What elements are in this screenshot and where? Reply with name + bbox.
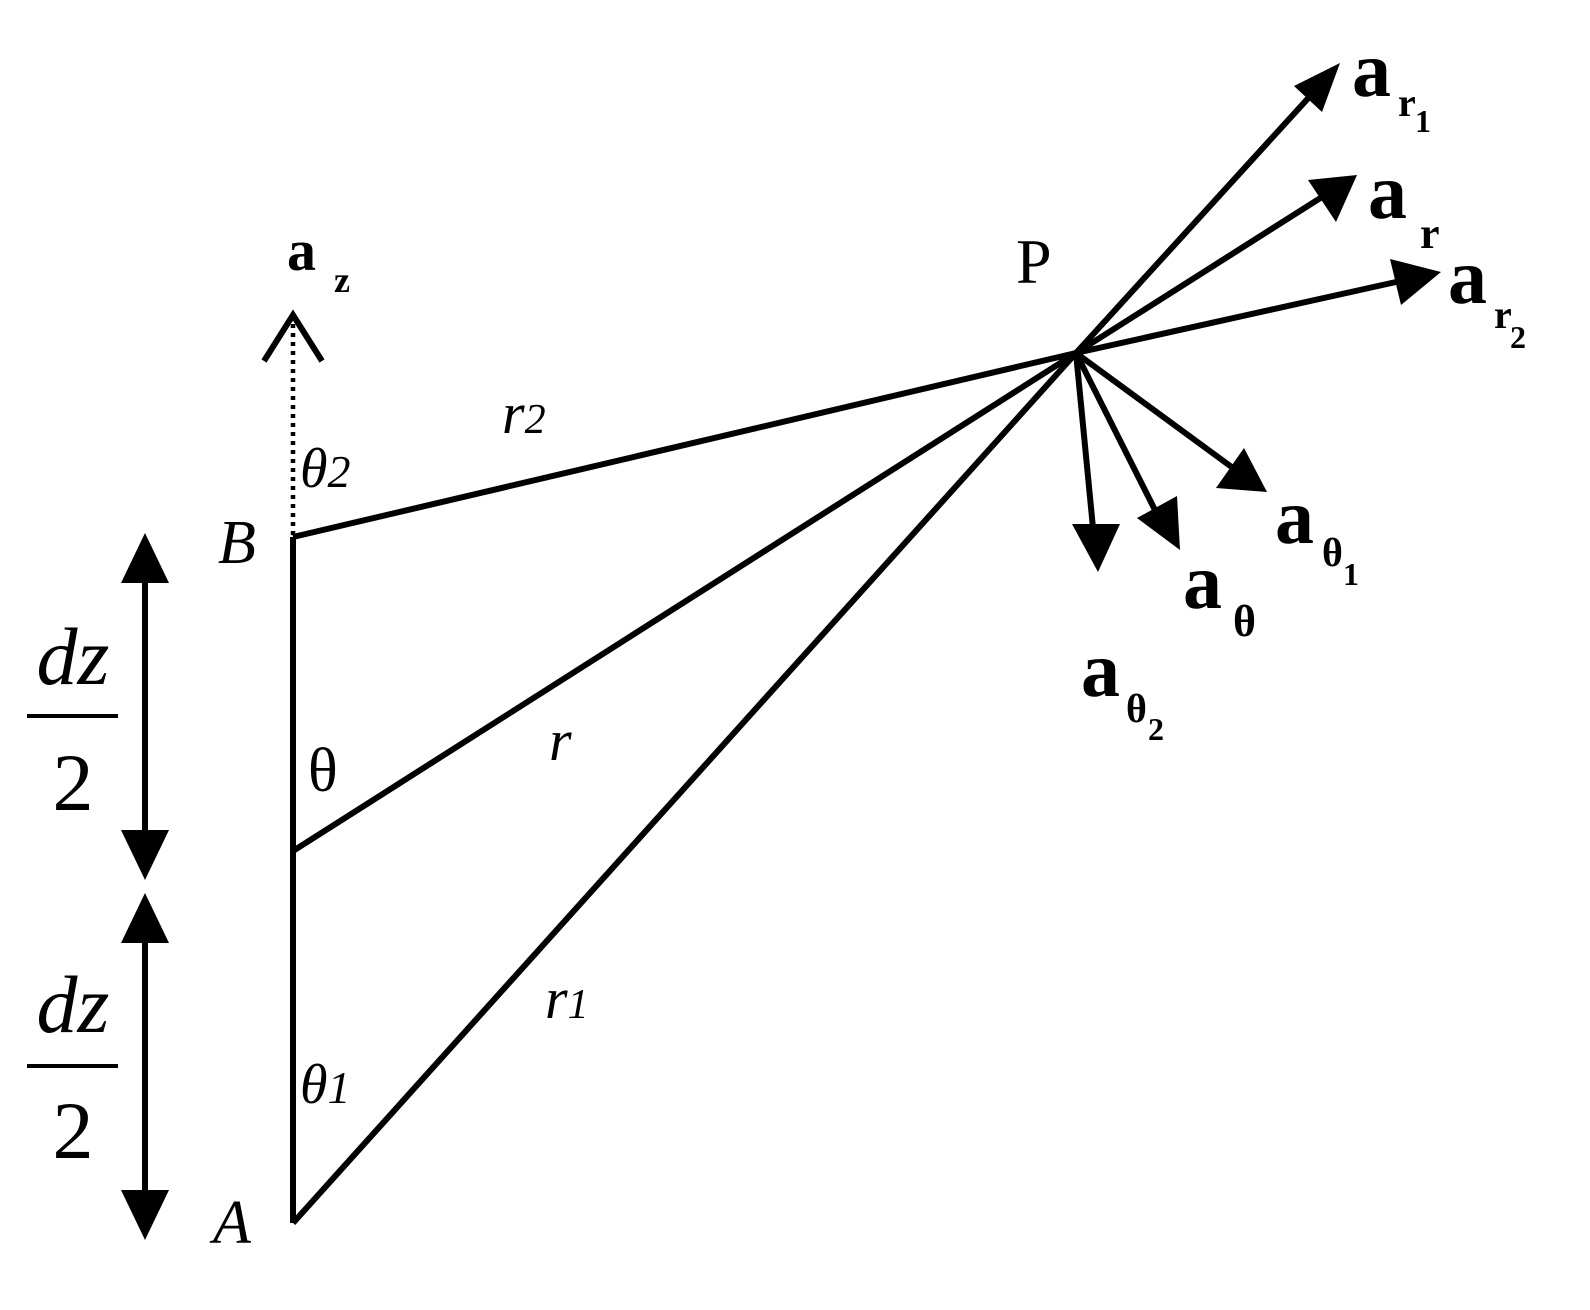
dz-bottom-arrow-head-up: [121, 893, 169, 943]
r2-label: r2: [502, 381, 546, 446]
theta1-label: θ1: [300, 1054, 351, 1116]
vector-atheta1-arrowhead: [1216, 448, 1267, 492]
vector-ar1-shaft: [1073, 91, 1315, 356]
vector-ar2-arrowhead: [1390, 259, 1441, 305]
line-r: [291, 350, 1078, 854]
point-a-label: A: [209, 1189, 252, 1257]
dz-top-denominator: 2: [53, 737, 94, 828]
vector-atheta2-arrowhead: [1072, 524, 1120, 572]
dz-bottom-arrow-head-down: [121, 1190, 169, 1240]
z-axis-open-arrowhead: [261, 309, 325, 363]
vector-atheta1-shaft: [1074, 350, 1235, 471]
theta-label: θ: [308, 737, 338, 805]
dz-top-arrow-head-down: [121, 830, 169, 880]
line-r1: [290, 350, 1079, 1226]
dz-bottom-numerator: dz: [37, 959, 110, 1050]
vector-ar-arrowhead: [1308, 175, 1357, 222]
r-label: r: [549, 708, 572, 773]
dz-top-arrow-head-up: [121, 533, 169, 583]
vector-atheta2-shaft: [1073, 352, 1096, 529]
vector-ar2-shaft: [1075, 279, 1397, 356]
dz-bottom-denominator: 2: [53, 1085, 94, 1176]
dz-top-numerator: dz: [37, 611, 110, 702]
vector-ar1-arrowhead: [1294, 63, 1340, 112]
point-p-label: P: [1016, 226, 1052, 297]
vector-atheta-shaft: [1073, 351, 1162, 520]
r1-label: r1: [545, 966, 589, 1031]
point-b-label: B: [218, 509, 256, 577]
line-r2: [292, 350, 1077, 540]
vector-ar-shaft: [1074, 194, 1324, 356]
theta2-label: θ2: [300, 438, 351, 500]
vector-atheta-arrowhead: [1137, 496, 1180, 550]
